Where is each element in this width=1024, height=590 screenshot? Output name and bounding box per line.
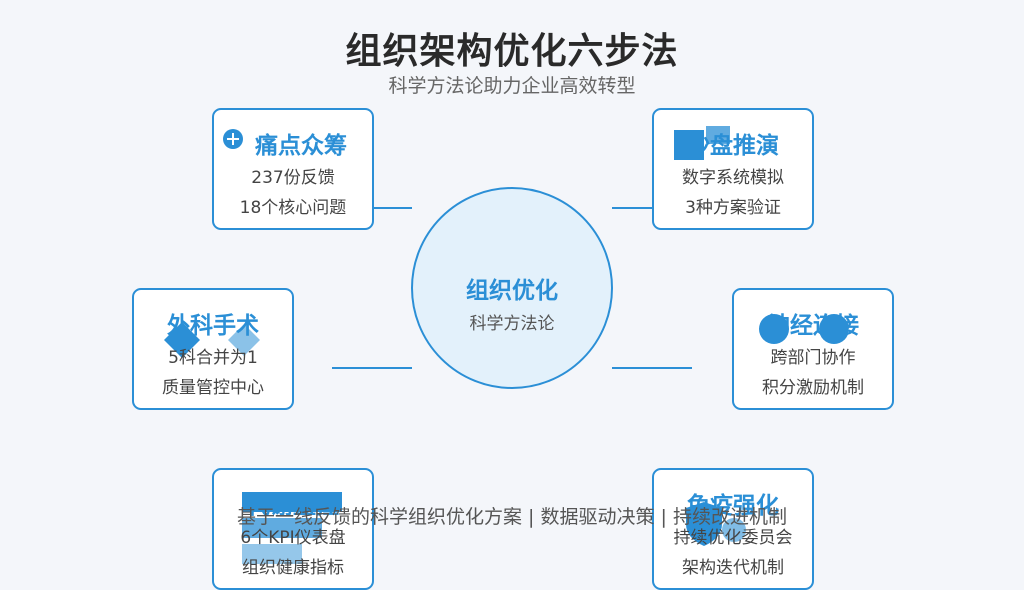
card-line-1: 5科合并为1 <box>168 348 258 368</box>
step-card-sandbox: 沙盘推演 数字系统模拟 3种方案验证 <box>652 108 814 230</box>
card-title: 痛点众筹 <box>255 133 347 159</box>
blocks-icon <box>674 126 730 160</box>
card-line-2: 积分激励机制 <box>762 378 864 398</box>
page-subtitle: 科学方法论助力企业高效转型 <box>388 75 636 97</box>
step-card-pain-points: 痛点众筹 237份反馈 18个核心问题 <box>212 108 374 230</box>
card-line-1: 237份反馈 <box>251 168 335 188</box>
card-line-2: 组织健康指标 <box>242 558 344 578</box>
shield-icon <box>686 502 746 546</box>
step-card-neural: 神经连接 跨部门协作 积分激励机制 <box>732 288 894 410</box>
connector-card4 <box>612 367 692 369</box>
plus-circle-icon <box>223 129 243 149</box>
connector-card3 <box>332 367 412 369</box>
step-card-surgery: 外科手术 5科合并为1 质量管控中心 <box>132 288 294 410</box>
card-line-2: 3种方案验证 <box>685 198 781 218</box>
diamond-icon <box>164 322 260 358</box>
nodes-icon <box>759 314 848 344</box>
bar-chart-icon <box>242 492 342 564</box>
card-line-1: 持续优化委员会 <box>673 528 793 548</box>
card-line-1: 跨部门协作 <box>770 348 856 368</box>
card-line-1: 6个KPI仪表盘 <box>240 528 346 548</box>
card-line-2: 架构迭代机制 <box>682 558 784 578</box>
footer-tagline: 基于一线反馈的科学组织优化方案 | 数据驱动决策 | 持续改进机制 <box>237 506 787 528</box>
step-card-metabolism: 代谢监控 6个KPI仪表盘 组织健康指标 <box>212 468 374 590</box>
center-subtitle: 科学方法论 <box>469 314 555 334</box>
card-line-1: 数字系统模拟 <box>682 168 784 188</box>
card-line-2: 18个核心问题 <box>239 198 347 218</box>
card-line-2: 质量管控中心 <box>162 378 264 398</box>
center-title: 组织优化 <box>466 278 558 304</box>
page-title: 组织架构优化六步法 <box>345 31 679 72</box>
center-circle: 组织优化 科学方法论 <box>411 187 613 389</box>
step-card-immunity: 免疫强化 持续优化委员会 架构迭代机制 <box>652 468 814 590</box>
